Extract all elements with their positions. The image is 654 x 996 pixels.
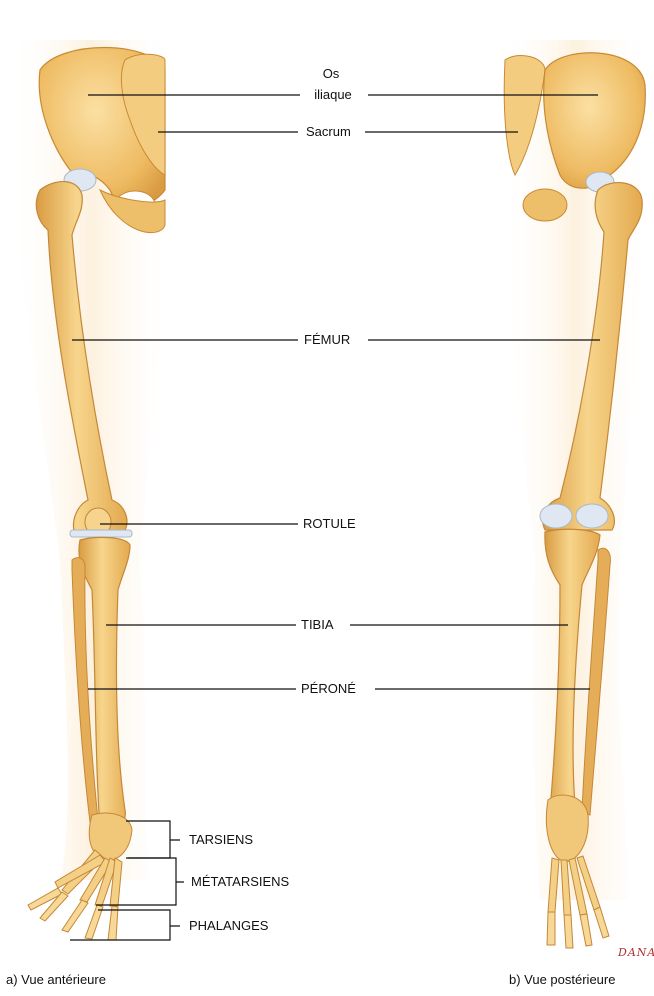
label-os-iliaque-line2: iliaque [311, 87, 355, 102]
anterior-knee-cartilage [70, 530, 132, 537]
posterior-ischium [523, 189, 567, 221]
posterior-knee-cartilage-lateral [576, 504, 608, 528]
artist-signature: DANA [618, 946, 654, 959]
label-metatarsiens: MÉTATARSIENS [188, 874, 292, 889]
posterior-knee-cartilage-medial [540, 504, 572, 528]
label-perone: PÉRONÉ [298, 681, 359, 696]
label-os-iliaque-line1: Os [320, 66, 343, 81]
label-rotule: ROTULE [300, 516, 359, 531]
caption-anterior-view: a) Vue antérieure [6, 972, 106, 987]
label-phalanges: PHALANGES [186, 918, 271, 933]
label-sacrum: Sacrum [303, 124, 354, 139]
posterior-phalanges [547, 907, 609, 948]
caption-posterior-view: b) Vue postérieure [509, 972, 615, 987]
label-tarsiens: TARSIENS [186, 832, 256, 847]
label-tibia: TIBIA [298, 617, 337, 632]
label-femur: FÉMUR [301, 332, 353, 347]
